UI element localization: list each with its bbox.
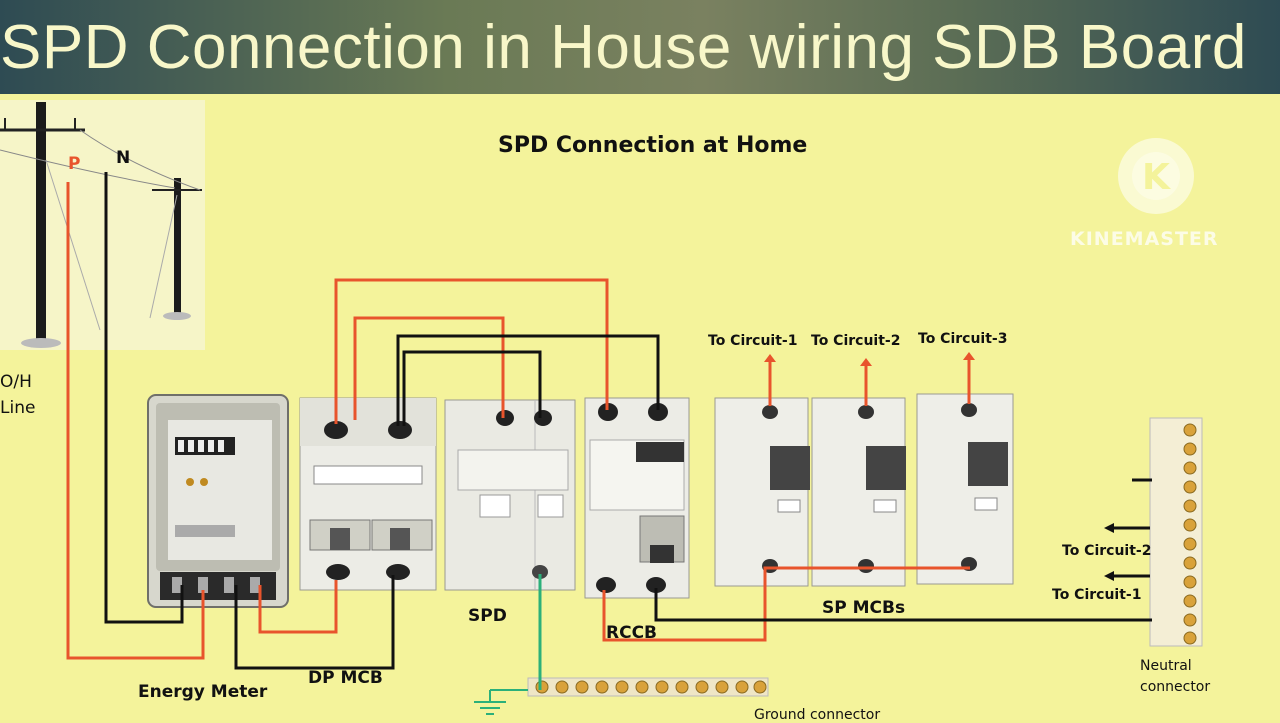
spd-label: SPD [468, 606, 507, 626]
sp-mcb-1 [714, 397, 810, 587]
circuit-arrows [764, 352, 975, 366]
sp-mcbs-label: SP MCBs [822, 598, 906, 618]
rccb-label: RCCB [606, 623, 657, 643]
ground-connector-label: Ground connector [754, 707, 881, 723]
neutral-label: N [116, 148, 131, 168]
top-circuit-label-2: To Circuit-2 [811, 333, 901, 349]
diagram-title: SPD Connection at Home [498, 133, 808, 158]
overhead-line-label-2: Line [0, 398, 36, 418]
energy-meter-label: Energy Meter [138, 682, 268, 702]
neutral-wires [104, 172, 1152, 670]
sp-mcb-3 [916, 393, 1014, 585]
neutral-connector-label-2: connector [1140, 679, 1211, 695]
watermark-text: KINEMASTER [1070, 228, 1219, 250]
kinemaster-logo-icon: K [1142, 157, 1171, 198]
rccb-device [584, 397, 690, 599]
right-circuit-label-1: To Circuit-1 [1052, 587, 1142, 603]
sp-mcb-2 [811, 397, 906, 587]
dp-mcb [299, 397, 437, 591]
top-circuit-label-1: To Circuit-1 [708, 333, 798, 349]
neutral-connector [1149, 417, 1203, 647]
dp-mcb-label: DP MCB [308, 668, 383, 688]
banner-title: SPD Connection in House wiring SDB Board [0, 13, 1247, 82]
neutral-arrows [1104, 523, 1114, 581]
energy-meter [147, 394, 289, 608]
neutral-connector-label-1: Neutral [1140, 658, 1192, 674]
ground-connector [527, 677, 769, 697]
title-banner: SPD Connection in House wiring SDB Board [0, 0, 1280, 94]
right-circuit-label-2: To Circuit-2 [1062, 543, 1152, 559]
earth-symbol [474, 689, 528, 715]
pole-main [36, 102, 46, 342]
kinemaster-watermark: K [1068, 128, 1244, 258]
phase-wires [66, 182, 971, 660]
pole-secondary [174, 178, 181, 316]
spd-device [444, 399, 576, 591]
overhead-line-area [0, 100, 205, 350]
overhead-line-label-1: O/H [0, 372, 32, 392]
phase-label: P [68, 154, 81, 174]
top-circuit-label-3: To Circuit-3 [918, 331, 1008, 347]
